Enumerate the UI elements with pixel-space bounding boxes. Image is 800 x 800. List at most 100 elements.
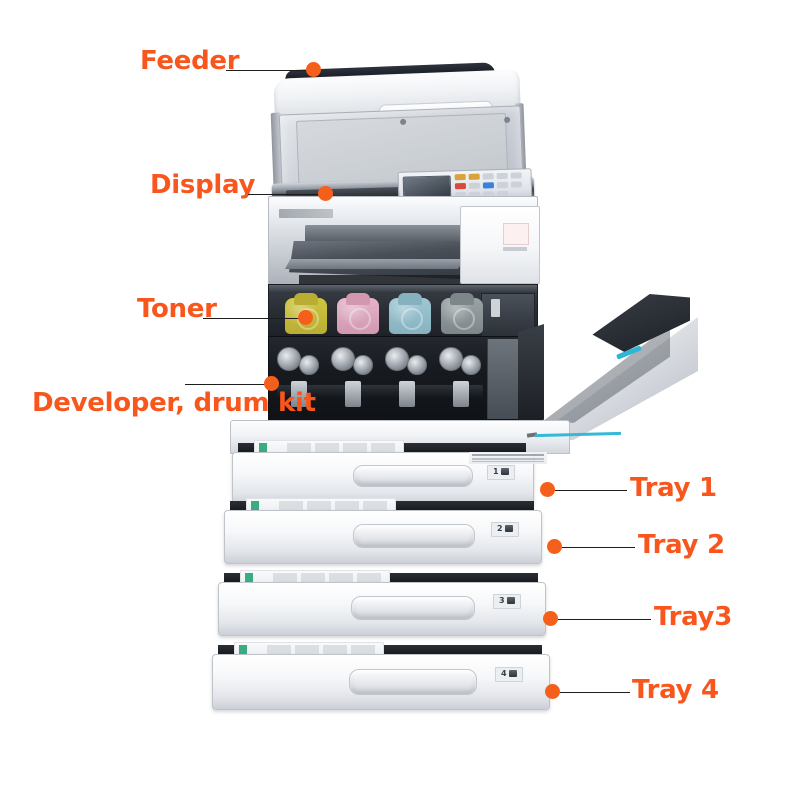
magenta-toner-ring	[349, 308, 371, 330]
black-toner[interactable]	[441, 293, 483, 334]
callout-leader-toner	[203, 318, 303, 319]
callout-leader-feeder	[226, 70, 311, 71]
developer-rail	[277, 385, 483, 397]
caution-line	[472, 454, 544, 456]
callout-label-tray3: Tray3	[654, 602, 732, 632]
panel-key-4[interactable]	[496, 172, 508, 180]
tray-3-number-plate: 3	[493, 594, 521, 609]
callout-dot-tray1	[540, 482, 555, 497]
developer-unit-1[interactable]	[277, 345, 329, 379]
tray-3-sticker-seg	[301, 573, 325, 583]
tray-4[interactable]: 4	[212, 654, 550, 710]
feeder-bolt	[504, 116, 511, 123]
callout-label-tray2: Tray 2	[638, 530, 725, 560]
brand-logo	[279, 209, 333, 218]
right-side-door-open[interactable]	[518, 290, 698, 440]
tray-1-sticker-seg	[315, 443, 339, 453]
panel-key-6[interactable]	[454, 182, 467, 190]
tray-4-sticker-seg	[323, 645, 347, 655]
tray-4-sticker-seg	[295, 645, 319, 655]
tray-2-sticker-seg	[279, 501, 303, 511]
developer-unit-3[interactable]	[385, 345, 437, 379]
developer-unit-4-lever[interactable]	[453, 381, 469, 407]
callout-dot-display	[318, 186, 333, 201]
tray-3-sticker-seg	[357, 573, 381, 583]
tray-2-sticker-seg	[251, 501, 259, 511]
right-side-cabinet	[460, 206, 540, 284]
callout-dot-tray2	[547, 539, 562, 554]
panel-key-3[interactable]	[482, 173, 494, 180]
callout-label-tray1: Tray 1	[630, 473, 717, 503]
developer-unit-2-gear-2	[353, 355, 373, 375]
paper-size-icon	[501, 468, 510, 475]
magenta-toner-cap	[346, 293, 370, 305]
yellow-toner-cap	[294, 293, 318, 305]
tray-2[interactable]: 2	[224, 510, 542, 564]
developer-unit-4-gear-1	[439, 347, 463, 371]
tray-2-sticker-seg	[335, 501, 359, 511]
panel-key-2[interactable]	[468, 173, 480, 180]
developer-unit-4[interactable]	[439, 345, 491, 379]
developer-unit-2-gear-1	[331, 347, 355, 371]
tray-3[interactable]: 3	[218, 582, 546, 636]
callout-dot-feeder	[306, 62, 321, 77]
tray-4-sticker-seg	[351, 645, 375, 655]
magenta-toner[interactable]	[337, 293, 379, 334]
tray-2-handle[interactable]	[353, 524, 475, 548]
tray-3-handle[interactable]	[351, 596, 475, 620]
tray-1-number-plate: 1	[487, 465, 515, 480]
panel-key-10[interactable]	[510, 181, 523, 188]
developer-unit-2[interactable]	[331, 345, 383, 379]
callout-leader-developer	[185, 384, 270, 385]
tray-4-sticker-seg	[239, 645, 247, 655]
panel-key-9[interactable]	[496, 181, 509, 189]
cyan-toner-ring	[401, 308, 423, 330]
callout-label-feeder: Feeder	[140, 46, 240, 76]
tray-3-number: 3	[498, 596, 506, 605]
cabinet-label	[503, 223, 529, 245]
tray-4-number: 4	[500, 669, 508, 678]
callout-leader-tray1	[555, 490, 627, 491]
door-hinge-assembly	[518, 324, 544, 428]
output-tray-lip	[285, 259, 465, 269]
developer-unit-1-gear-1	[277, 347, 301, 371]
tray-3-sticker-seg	[329, 573, 353, 583]
tray-1-sticker-seg	[259, 443, 267, 453]
developer-unit-3-gear-1	[385, 347, 409, 371]
cabinet-label-text	[503, 247, 527, 251]
tray-1-number: 1	[492, 467, 500, 476]
tray-1-sticker-seg	[287, 443, 311, 453]
paper-size-icon	[505, 525, 514, 532]
tray-2-number: 2	[496, 524, 504, 533]
callout-leader-tray4	[560, 692, 630, 693]
callout-dot-tray4	[545, 684, 560, 699]
tray-1-sticker-seg	[343, 443, 367, 453]
black-toner-cap	[450, 293, 474, 305]
panel-key-5[interactable]	[510, 172, 522, 179]
tray-2-number-plate: 2	[491, 522, 519, 537]
panel-key-1[interactable]	[454, 173, 466, 181]
developer-unit-1-lever[interactable]	[291, 381, 307, 407]
cyan-toner[interactable]	[389, 293, 431, 334]
tray-1-handle[interactable]	[353, 465, 473, 487]
panel-key-7[interactable]	[468, 182, 481, 189]
tray-1[interactable]: 1	[232, 452, 547, 506]
developer-unit-1-gear-2	[299, 355, 319, 375]
tray-4-handle[interactable]	[349, 669, 477, 695]
yellow-toner[interactable]	[285, 293, 327, 334]
toner-bay-slot	[491, 299, 500, 317]
developer-unit-3-gear-2	[407, 355, 427, 375]
developer-unit-2-lever[interactable]	[345, 381, 361, 407]
tray-3-sticker-seg	[245, 573, 253, 583]
callout-dot-toner	[298, 310, 313, 325]
callout-dot-tray3	[543, 611, 558, 626]
toner-bay-top-rail	[269, 285, 537, 292]
caution-line	[472, 458, 544, 460]
tray-2-sticker-seg	[363, 501, 387, 511]
developer-unit-3-lever[interactable]	[399, 381, 415, 407]
tray-3-sticker-seg	[273, 573, 297, 583]
callout-label-toner: Toner	[137, 294, 217, 324]
panel-key-8[interactable]	[482, 182, 495, 189]
tray-2-sticker-seg	[307, 501, 331, 511]
